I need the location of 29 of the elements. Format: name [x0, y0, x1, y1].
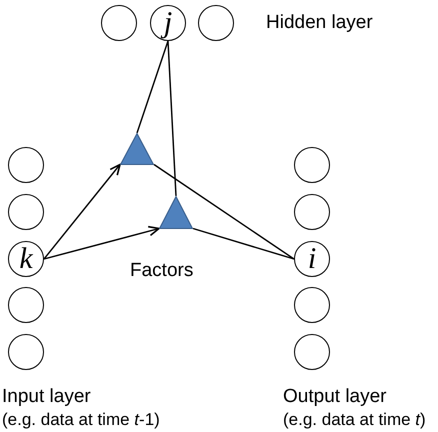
- connector-line: [154, 164, 294, 260]
- neuron-circle: [8, 287, 44, 323]
- connector-line: [167, 40, 177, 196]
- neuron-circle: [150, 5, 186, 41]
- layer-caption: (e.g. data at time t): [283, 409, 426, 430]
- arrow: [44, 226, 160, 260]
- connector-line: [136, 40, 169, 134]
- connector-line: [192, 228, 294, 260]
- arrow: [43, 164, 121, 260]
- neuron-circle: [8, 241, 44, 277]
- variable-label: k: [19, 244, 33, 274]
- layer-caption: (e.g. data at time t-1): [2, 409, 160, 430]
- neuron-circle: [8, 147, 44, 183]
- group-label: Factors: [130, 260, 194, 282]
- neuron-circle: [294, 147, 330, 183]
- neuron-circle: [294, 241, 330, 277]
- factor-triangle: [120, 133, 154, 165]
- layer-label: Hidden layer: [266, 12, 373, 34]
- neuron-circle: [294, 194, 330, 230]
- neuron-circle: [101, 5, 137, 41]
- neuron-circle: [294, 334, 330, 370]
- neuron-circle: [294, 287, 330, 323]
- neuron-circle: [8, 194, 44, 230]
- neuron-circle: [198, 5, 234, 41]
- layer-label: Input layer: [2, 386, 91, 408]
- layer-label: Output layer: [283, 386, 386, 408]
- factor-triangle: [159, 196, 193, 229]
- variable-label: i: [308, 244, 316, 274]
- neuron-circle: [8, 334, 44, 370]
